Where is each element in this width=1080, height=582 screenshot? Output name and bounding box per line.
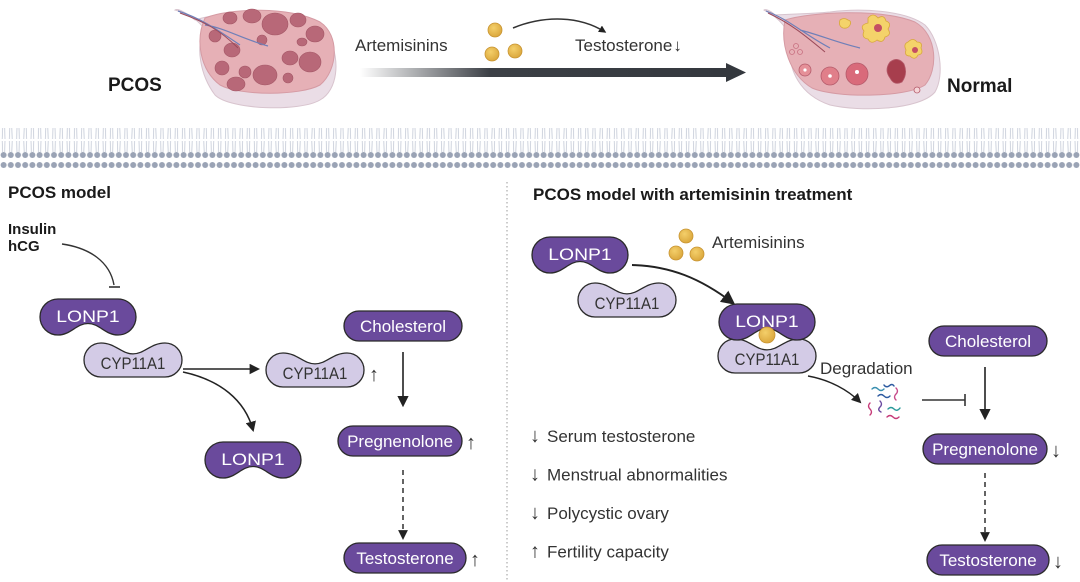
metabolite-label: Testosterone (939, 551, 1036, 570)
arrow-to-bound-complex (631, 264, 736, 305)
pcos-state-label: PCOS (108, 75, 162, 96)
metabolite-label: Pregnenolone (932, 440, 1038, 459)
metabolite-label: Cholesterol (360, 317, 446, 336)
metabolite-pill (928, 325, 1048, 357)
cyp11a1-protein-bound: CYP11A1 (717, 338, 817, 374)
drug-effect-arrow (512, 18, 607, 33)
header-drug-molecules (484, 22, 523, 62)
lonp1-protein-bound: LONP1 (718, 303, 816, 341)
up-arrow-icon: ↑ (466, 432, 476, 454)
metabolite-label: Testosterone (356, 549, 453, 568)
inhibition-curve (61, 243, 115, 286)
metabolite-label: Cholesterol (945, 332, 1031, 351)
protein-label: LONP1 (56, 307, 119, 326)
protein-label: CYP11A1 (735, 350, 800, 369)
treatment-outcomes-list: ↓ Serum testosterone ↓ Menstrual abnormalit… (530, 425, 727, 563)
down-arrow-icon: ↓ (530, 425, 540, 447)
protein-shape (717, 338, 817, 374)
protein-shape (577, 282, 677, 318)
protein-shape (531, 236, 629, 274)
protein-label: CYP11A1 (283, 364, 348, 383)
up-arrow-icon: ↑ (470, 549, 480, 571)
header-drug-label: Artemisinins (355, 36, 448, 55)
cyp11a1-protein-free: CYP11A1 (577, 282, 677, 318)
outcome-item: Polycystic ovary (547, 504, 669, 523)
progression-arrow (360, 68, 730, 77)
down-arrow-icon: ↓ (1051, 440, 1061, 462)
normal-state-label: Normal (947, 76, 1012, 97)
normal-ovary-illustration (763, 9, 941, 110)
left-panel-title: PCOS model (8, 183, 111, 202)
right-drug-label: Artemisinins (712, 233, 805, 252)
protein-shape (265, 352, 365, 388)
protein-shape (204, 441, 302, 479)
inhibitor-hcg: hCG (8, 238, 40, 255)
down-arrow-icon: ↓ (1053, 551, 1063, 573)
metabolite-pill (337, 425, 463, 457)
right-drug-molecules (668, 228, 705, 262)
cyp11a1-protein-upregulated: CYP11A1 (265, 352, 365, 388)
protein-label: CYP11A1 (595, 294, 660, 313)
bound-artemisinin-molecule (758, 326, 776, 344)
protein-label: CYP11A1 (101, 354, 166, 373)
metabolite-pill (343, 542, 467, 574)
degraded-peptide-fragments (867, 383, 901, 420)
progression-arrowhead (726, 63, 746, 82)
protein-shape (39, 298, 137, 336)
protein-shape (83, 342, 183, 378)
metabolite-label: Pregnenolone (347, 432, 453, 451)
cyp11a1-up-arrow: ↑ (369, 364, 379, 386)
down-arrow-icon: ↓ (530, 502, 540, 524)
cell-membrane (0, 128, 1080, 168)
lonp1-protein-bottom: LONP1 (204, 441, 302, 479)
protein-label: LONP1 (735, 312, 798, 331)
down-arrow-icon: ↓ (530, 464, 540, 486)
degradation-label: Degradation (820, 359, 913, 378)
pcos-ovary-illustration (173, 8, 337, 109)
arrow-to-degradation (807, 375, 862, 404)
protein-label: LONP1 (548, 245, 611, 264)
outcome-item: Serum testosterone (547, 427, 695, 446)
metabolite-pill (922, 433, 1048, 465)
lonp1-protein-free: LONP1 (531, 236, 629, 274)
right-panel-title: PCOS model with artemisinin treatment (533, 185, 853, 204)
outcome-item: Fertility capacity (547, 543, 669, 562)
header-effect-label: Testosterone↓ (575, 36, 682, 55)
metabolite-pill (926, 544, 1050, 576)
arrow-to-lonp1-bottom (182, 371, 256, 433)
outcome-item: Menstrual abnormalities (547, 466, 727, 485)
lonp1-protein-top: LONP1 (39, 298, 137, 336)
protein-label: LONP1 (221, 450, 284, 469)
metabolite-pill (343, 310, 463, 342)
inhibitor-insulin: Insulin (8, 221, 56, 238)
cyp11a1-protein-main: CYP11A1 (83, 342, 183, 378)
up-arrow-icon: ↑ (530, 541, 540, 563)
